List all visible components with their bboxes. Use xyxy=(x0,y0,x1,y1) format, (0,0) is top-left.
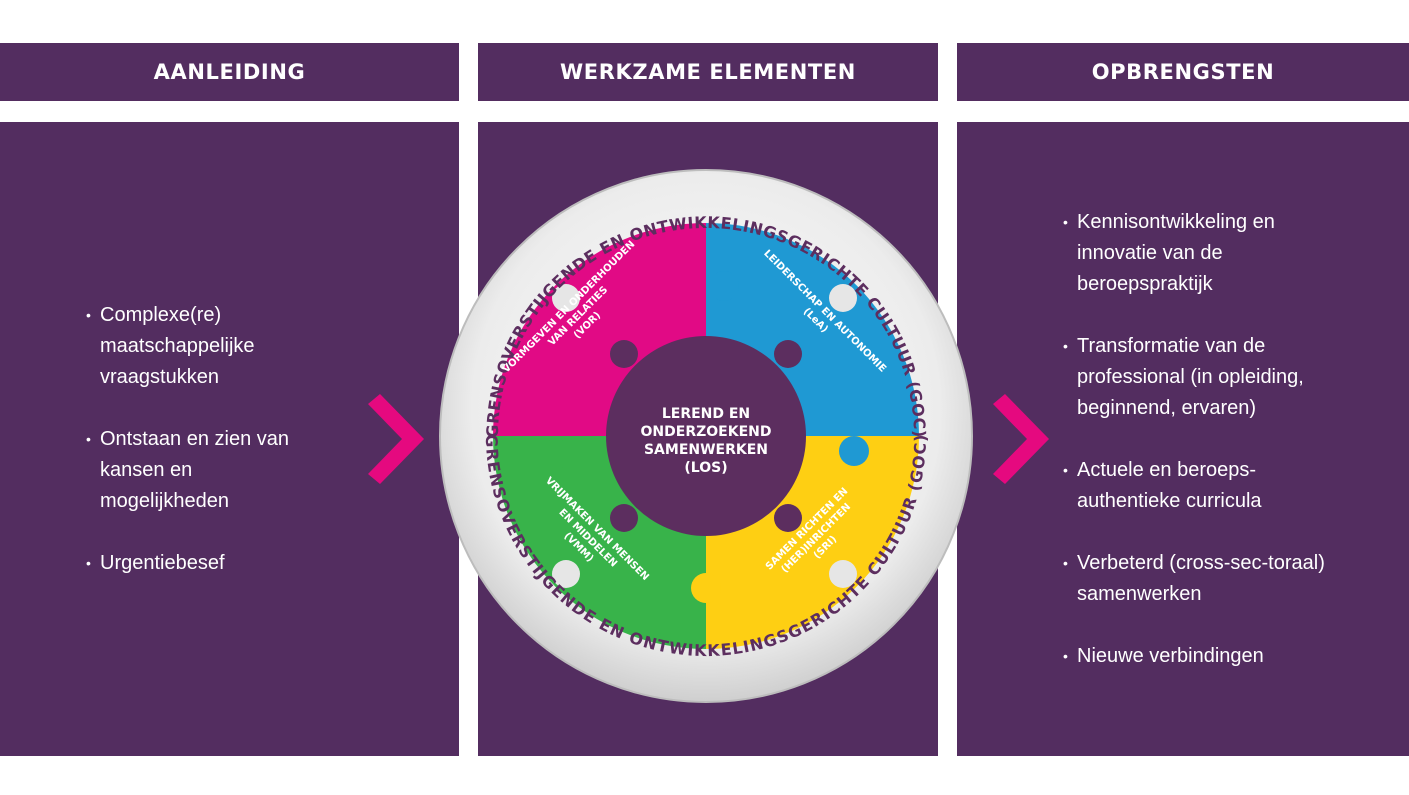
aanleiding-list: Complexe(re) maatschappelijke vraagstukk… xyxy=(86,300,318,610)
puzzle-knob xyxy=(839,436,869,466)
puzzle-diagram: GRENSOVERSTIJGENDE EN ONTWIKKELINGSGERIC… xyxy=(439,169,973,703)
list-item: Verbeterd (cross-sec-toraal) samenwerken xyxy=(1063,548,1335,610)
list-item: Nieuwe verbindingen xyxy=(1063,641,1335,672)
center-title-line: (LOS) xyxy=(684,460,727,476)
puzzle-knob xyxy=(829,284,857,312)
list-item: Kennisontwikkeling en innovatie van de b… xyxy=(1063,207,1335,300)
center-title-line: LEREND EN xyxy=(662,406,750,422)
header-werkzame-elementen: WERKZAME ELEMENTEN xyxy=(478,43,938,101)
opbrengsten-list: Kennisontwikkeling en innovatie van de b… xyxy=(1063,207,1335,703)
puzzle-knob xyxy=(774,504,802,532)
puzzle-knob xyxy=(829,560,857,588)
puzzle-knob xyxy=(541,439,571,469)
center-circle xyxy=(606,336,806,536)
puzzle-knob xyxy=(552,560,580,588)
list-item: Ontstaan en zien van kansen en mogelijkh… xyxy=(86,424,318,517)
puzzle-knob xyxy=(610,340,638,368)
puzzle-knob xyxy=(691,573,721,603)
puzzle-knob xyxy=(774,340,802,368)
chevron-right-icon xyxy=(993,394,1049,484)
list-item: Complexe(re) maatschappelijke vraagstukk… xyxy=(86,300,318,393)
center-title-line: ONDERZOEKEND xyxy=(641,424,772,440)
list-item: Actuele en beroeps-authentieke curricula xyxy=(1063,455,1335,517)
header-opbrengsten: OPBRENGSTEN xyxy=(957,43,1409,101)
puzzle-knob xyxy=(552,284,580,312)
puzzle-knob xyxy=(610,504,638,532)
header-aanleiding: AANLEIDING xyxy=(0,43,459,101)
list-item: Transformatie van de professional (in op… xyxy=(1063,331,1335,424)
chevron-right-icon xyxy=(368,394,424,484)
center-title-line: SAMENWERKEN xyxy=(644,442,768,458)
puzzle-knob xyxy=(709,271,739,301)
list-item: Urgentiebesef xyxy=(86,548,318,579)
